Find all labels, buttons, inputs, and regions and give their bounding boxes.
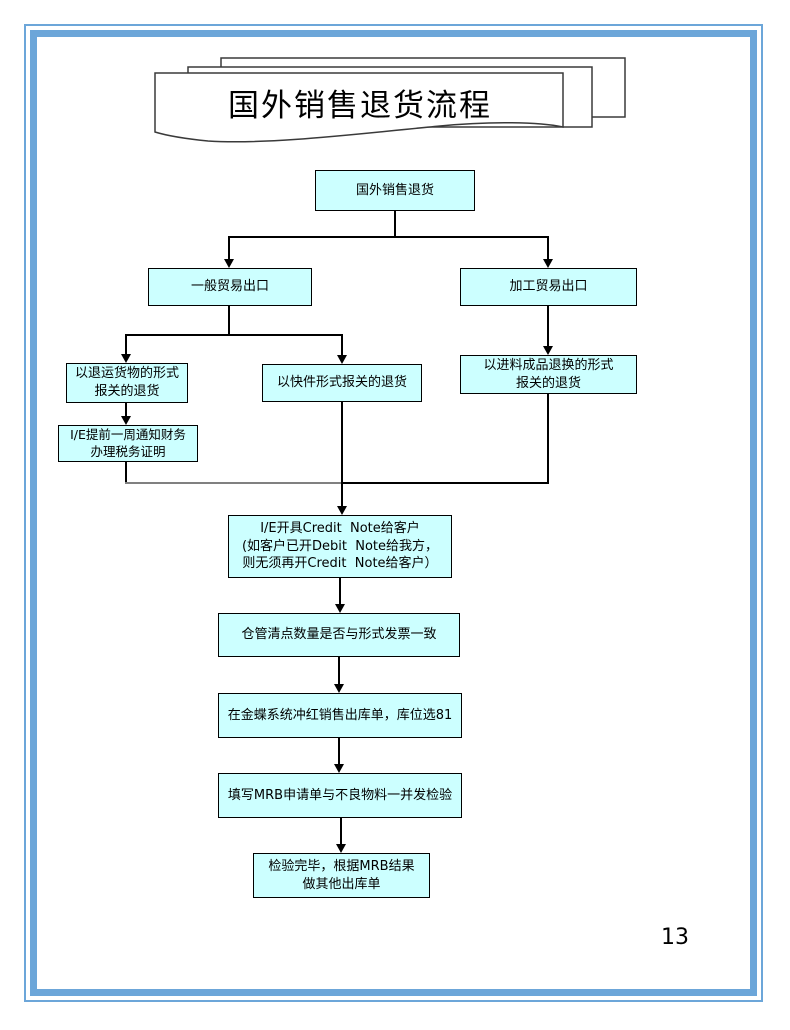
arrow-down-icon [543, 346, 553, 355]
flow-node-warehouse-count: 仓管清点数量是否与形式发票一致 [218, 613, 460, 657]
flow-node-imported-exchange: 以进料成品退换的形式 报关的退货 [460, 355, 637, 394]
flow-node-label: 加工贸易出口 [509, 279, 588, 295]
flow-node-express-declare: 以快件形式报关的退货 [262, 364, 422, 402]
flow-node-label: 仓管清点数量是否与形式发票一致 [241, 627, 437, 643]
arrow-down-icon [337, 355, 347, 364]
connector-line [340, 818, 342, 844]
connector-line [394, 211, 396, 237]
flow-node-label: 以快件形式报关的退货 [276, 375, 407, 391]
flow-node-root: 国外销售退货 [315, 170, 475, 211]
flow-node-kingdee-reverse: 在金蝶系统冲红销售出库单，库位选81 [218, 693, 462, 738]
flow-node-label: 以退运货物的形式 [74, 366, 179, 382]
frame-inner-border [30, 30, 757, 996]
flow-node-label: 以进料成品退换的形式 [483, 357, 614, 373]
flow-node-inspection-done: 检验完毕，根据MRB结果 做其他出库单 [253, 853, 430, 898]
connector-line [341, 482, 549, 484]
flow-node-return-shipment: 以退运货物的形式 报关的退货 [66, 363, 188, 403]
connector-line [341, 334, 343, 355]
connector-line [339, 578, 341, 604]
arrow-down-icon [336, 844, 346, 853]
connector-line [228, 236, 230, 259]
title-banner-shape [154, 57, 626, 143]
connector-line [547, 236, 549, 259]
flow-node-label: 办理税务证明 [90, 443, 166, 459]
connector-line [229, 236, 549, 238]
flow-node-label: 做其他出库单 [302, 876, 381, 892]
page-number: 13 [661, 925, 689, 950]
flow-node-label: 报关的退货 [94, 384, 160, 399]
flow-node-label: I/E开具Credit Note给客户 [260, 521, 420, 537]
flow-node-label: 检验完毕，根据MRB结果 [268, 858, 415, 874]
flow-node-label: (如客户已开Debit Note给我方， [241, 538, 439, 554]
arrow-down-icon [337, 506, 347, 515]
flow-node-label: 报关的退货 [515, 375, 581, 391]
flow-node-label: 则无须再开Credit Note给客户） [242, 556, 438, 572]
flow-node-general-trade: 一般贸易出口 [148, 268, 312, 306]
connector-line [341, 402, 343, 506]
flow-node-label: 国外销售退货 [355, 182, 434, 198]
connector-line [125, 334, 127, 354]
frame-outer-border [24, 24, 763, 1002]
arrow-down-icon [543, 259, 553, 268]
connector-line [125, 482, 342, 484]
flow-node-label: 在金蝶系统冲红销售出库单，库位选81 [227, 707, 453, 723]
arrow-down-icon [121, 416, 131, 425]
connector-line [125, 462, 127, 484]
arrow-down-icon [335, 604, 345, 613]
flow-node-processing-trade: 加工贸易出口 [460, 268, 637, 306]
connector-line [338, 738, 340, 764]
page-title: 国外销售退货流程 [228, 87, 492, 124]
connector-line [125, 403, 127, 416]
connector-line [228, 306, 230, 335]
arrow-down-icon [121, 354, 131, 363]
flow-node-label: 填写MRB申请单与不良物料一并发检验 [227, 787, 453, 803]
flow-node-credit-note: I/E开具Credit Note给客户 (如客户已开Debit Note给我方，… [228, 515, 452, 578]
arrow-down-icon [334, 684, 344, 693]
flow-node-label: 一般贸易出口 [190, 279, 269, 295]
connector-line [547, 306, 549, 346]
arrow-down-icon [224, 259, 234, 268]
flow-node-mrb-request: 填写MRB申请单与不良物料一并发检验 [218, 773, 462, 818]
connector-line [547, 394, 549, 484]
arrow-down-icon [334, 764, 344, 773]
flow-node-label: I/E提前一周通知财务 [70, 426, 186, 442]
connector-line [125, 334, 343, 336]
flow-node-ie-notify-finance: I/E提前一周通知财务 办理税务证明 [58, 425, 198, 462]
connector-line [338, 657, 340, 684]
